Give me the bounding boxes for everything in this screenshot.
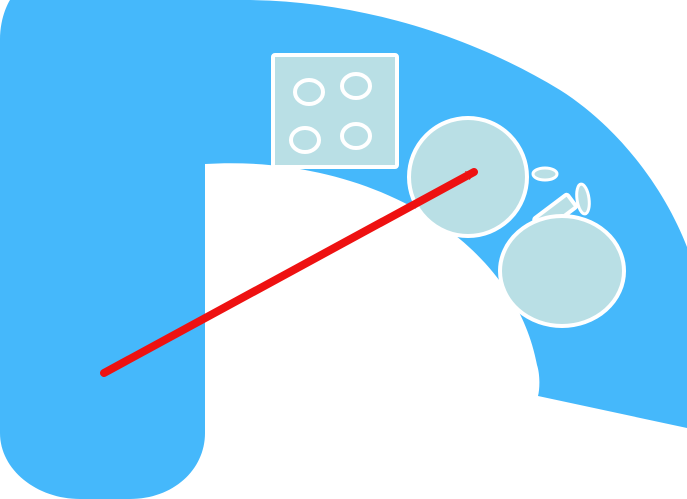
square-panel <box>273 55 397 167</box>
panel-hole-top-right <box>342 74 370 98</box>
lower-circular-unit <box>500 216 624 326</box>
panel-hole-bottom-right <box>342 124 370 148</box>
panel-hole-top-left <box>295 80 323 104</box>
upper-small-oval <box>533 168 557 180</box>
lower-circle <box>500 216 624 326</box>
square-panel-with-four-holes <box>273 55 397 167</box>
panel-hole-bottom-left <box>291 128 319 152</box>
